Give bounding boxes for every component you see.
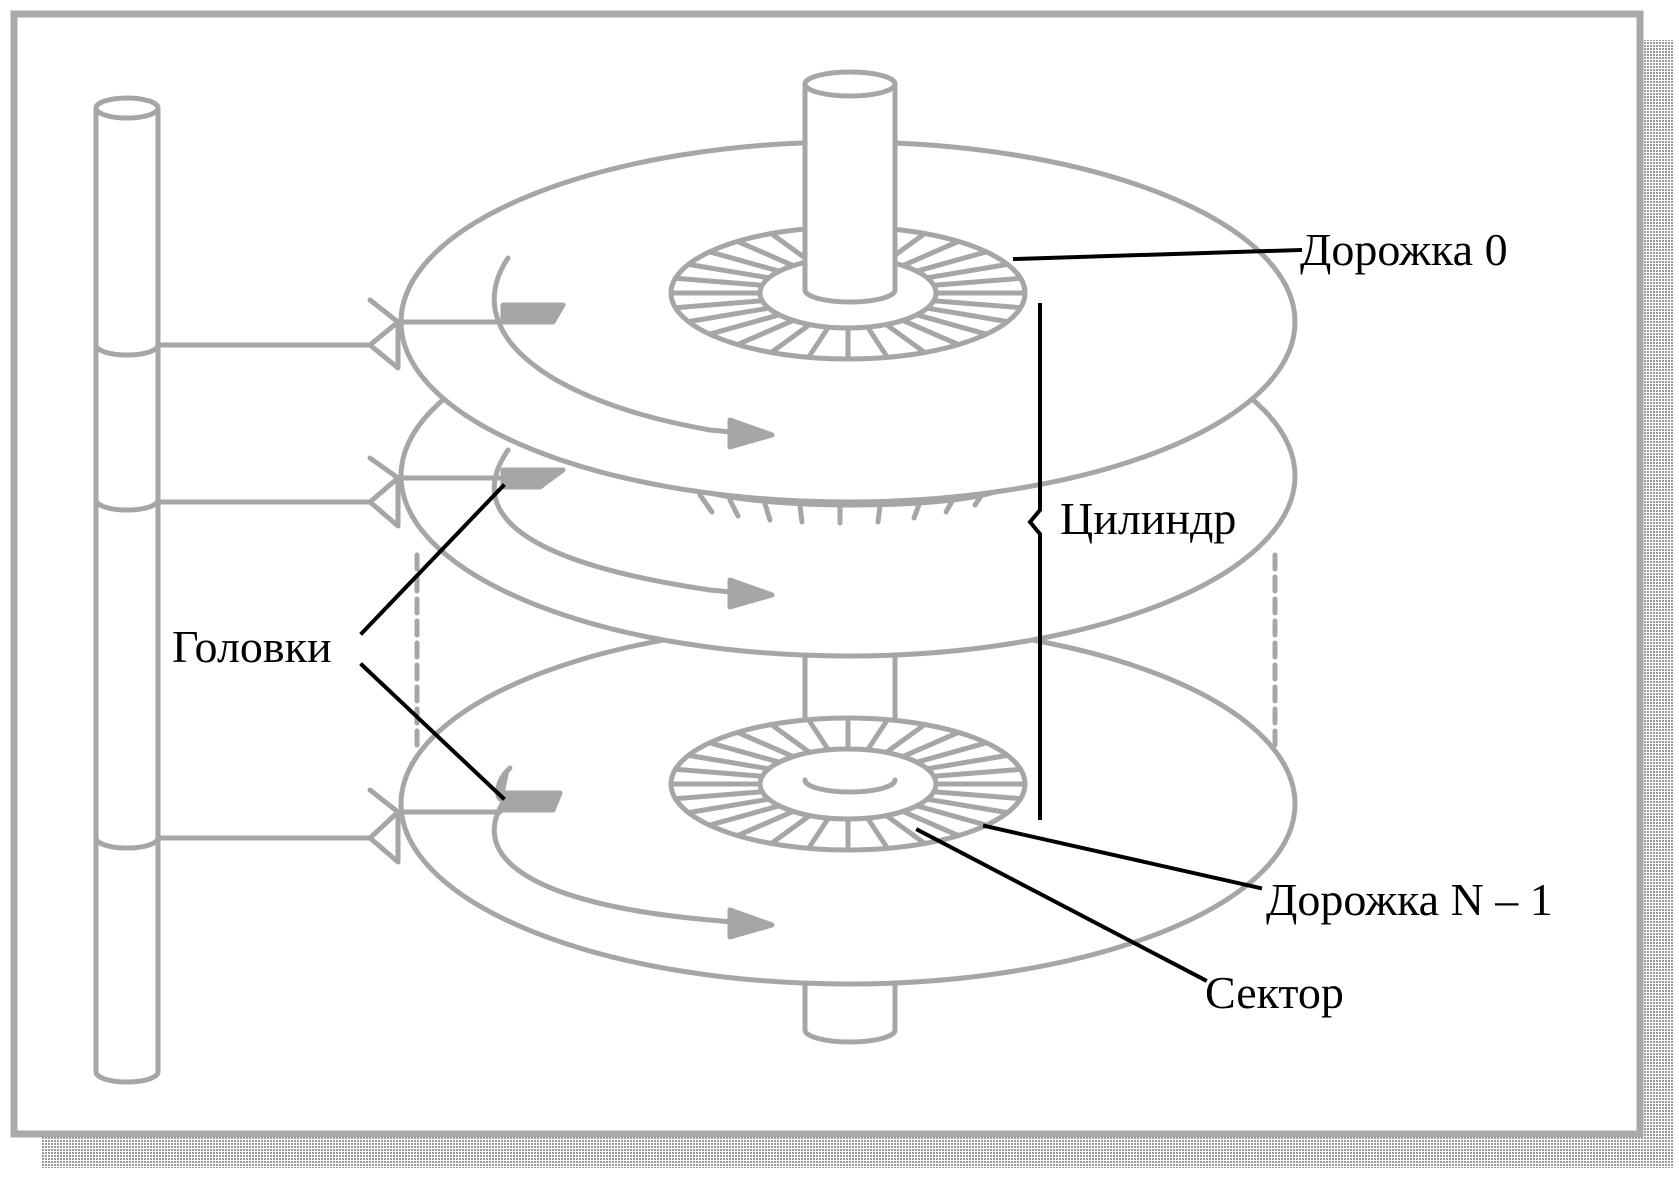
label-track-0: Дорожка 0	[1300, 224, 1508, 275]
sector-divider	[914, 740, 989, 765]
access-arm-top	[155, 297, 503, 371]
sector-divider	[735, 238, 796, 269]
sector-divider	[806, 324, 831, 360]
spindle-bottom-icon	[802, 967, 898, 1045]
sector-divider	[883, 722, 928, 755]
read-write-head-icon	[500, 302, 566, 325]
track-ring-bottom	[668, 715, 1028, 853]
sector-divider	[672, 275, 765, 288]
sector-divider	[865, 717, 890, 753]
spindle-top-icon	[802, 69, 898, 305]
label-sector: Сектор	[1205, 967, 1344, 1018]
sector-divider	[900, 317, 961, 348]
label-cylinder: Цилиндр	[1060, 493, 1236, 544]
label-track-n-minus-1: Дорожка N – 1	[1266, 874, 1553, 925]
sector-divider	[931, 275, 1024, 288]
sector-divider	[865, 815, 890, 851]
sector-divider	[914, 803, 989, 828]
sector-divider	[672, 789, 765, 802]
sector-divider	[806, 815, 831, 851]
track-ring-middle-fragment	[697, 487, 988, 526]
sector-divider	[735, 729, 796, 760]
sector-divider	[914, 249, 989, 274]
leader-sector	[915, 827, 1208, 983]
sector-divider	[931, 789, 1024, 802]
sector-divider	[707, 249, 782, 274]
sector-divider	[768, 322, 813, 355]
sector-divider	[924, 752, 1010, 772]
read-write-head-icon	[500, 467, 566, 490]
sector-divider	[686, 796, 772, 816]
read-write-head-icon	[495, 765, 563, 813]
sector-divider	[707, 312, 782, 337]
sector-divider	[672, 766, 765, 779]
sector-divider	[806, 717, 831, 753]
sector-divider	[924, 261, 1010, 281]
sector-divider	[900, 729, 961, 760]
leader-heads-lower	[359, 662, 506, 801]
sector-divider	[686, 261, 772, 281]
platter-bottom	[398, 621, 1298, 987]
sector-divider	[924, 796, 1010, 816]
cylinder-bracket	[1027, 303, 1042, 820]
sector-divider	[686, 305, 772, 325]
sector-divider	[686, 752, 772, 772]
sector-divider	[900, 238, 961, 269]
sector-divider	[735, 317, 796, 348]
access-arm-bottom	[155, 787, 503, 865]
sector-divider	[735, 808, 796, 839]
leader-heads-upper	[359, 483, 506, 636]
leader-trackN	[982, 823, 1263, 891]
access-arm-middle	[155, 455, 503, 529]
sector-divider	[707, 803, 782, 828]
panel-shadow	[42, 40, 1674, 1168]
sector-divider	[768, 813, 813, 846]
sector-divider	[865, 324, 890, 360]
sector-divider	[768, 722, 813, 755]
label-heads: Головки	[172, 621, 332, 672]
sector-divider	[883, 322, 928, 355]
leader-track0	[1012, 247, 1303, 262]
sector-divider	[914, 312, 989, 337]
sector-divider	[900, 808, 961, 839]
sector-divider	[931, 766, 1024, 779]
sector-divider	[707, 740, 782, 765]
sector-divider	[672, 298, 765, 311]
sector-divider	[924, 305, 1010, 325]
leader-lines	[359, 247, 1303, 983]
head-arm-post-icon	[93, 95, 161, 1085]
sector-divider	[931, 298, 1024, 311]
sector-divider	[883, 813, 928, 846]
